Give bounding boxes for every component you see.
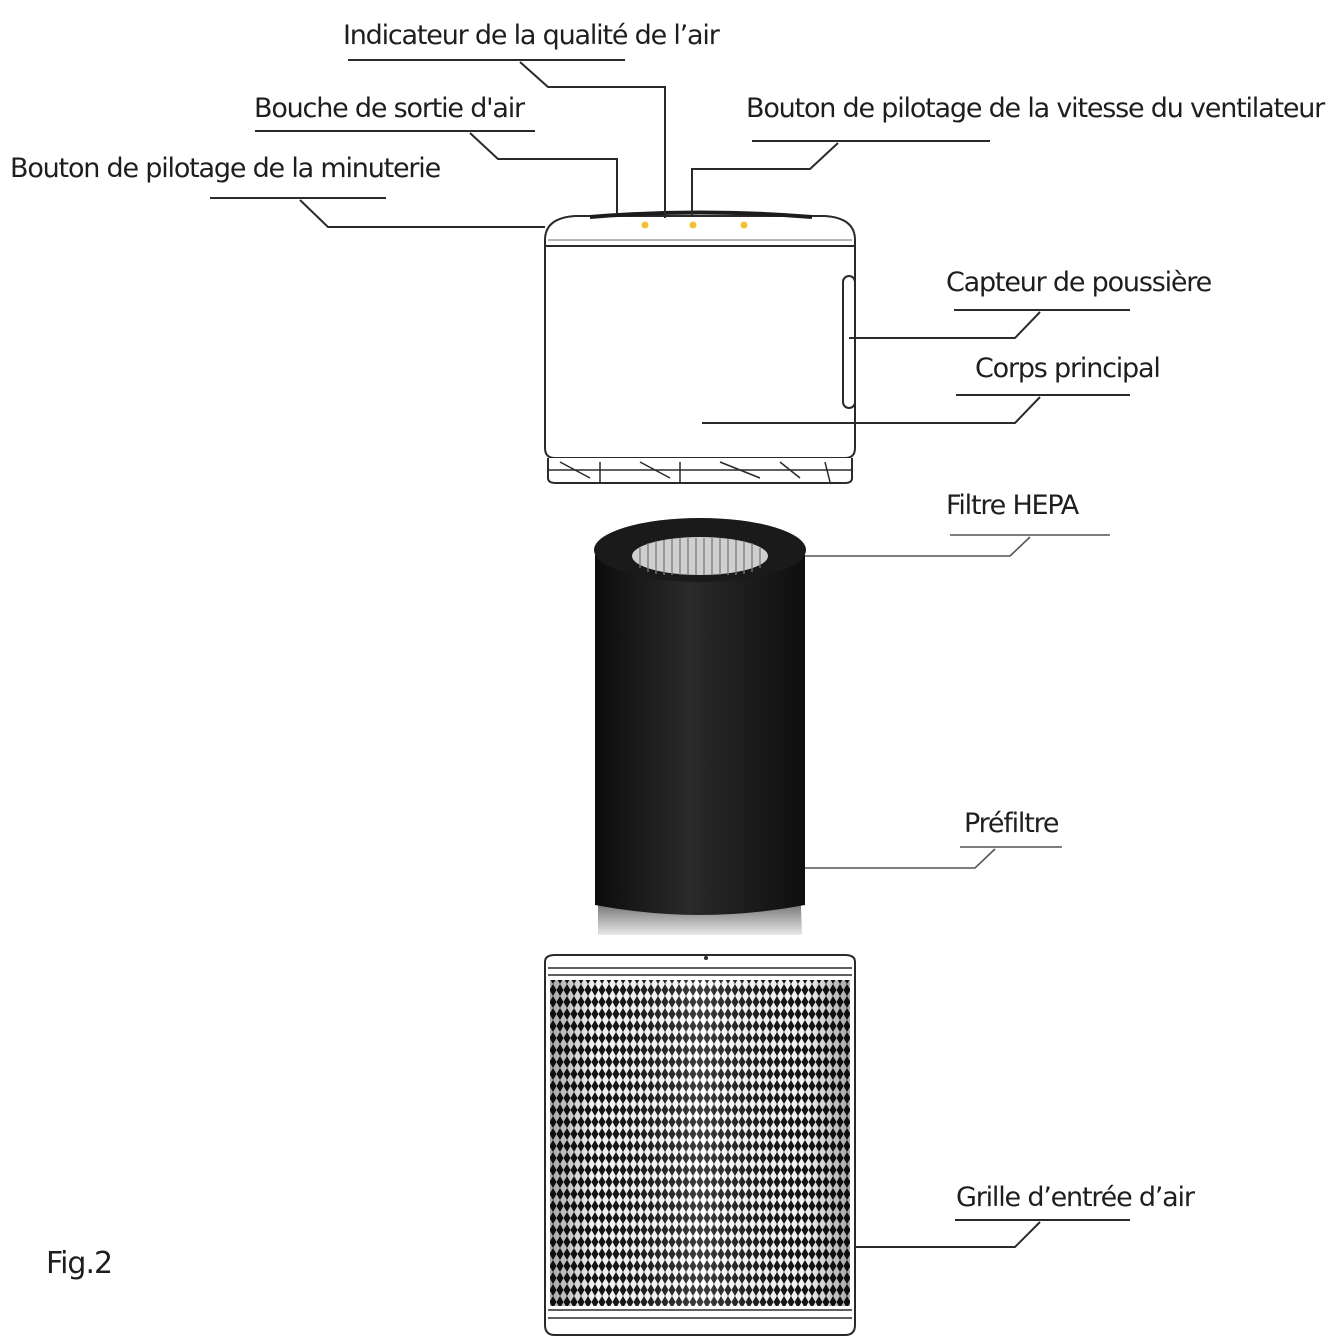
hepa-prefilter-unit	[594, 518, 806, 935]
label-timer-button: Bouton de pilotage de la minuterie	[10, 153, 441, 184]
label-fan-speed-button: Bouton de pilotage de la vitesse du vent…	[746, 93, 1326, 124]
label-main-body: Corps principal	[975, 353, 1160, 384]
fan-speed-led-icon	[741, 222, 748, 229]
label-air-inlet-grille: Grille d’entrée d’air	[956, 1182, 1196, 1213]
figure-label: Fig.2	[46, 1246, 112, 1281]
label-dust-sensor: Capteur de poussière	[946, 267, 1212, 298]
dust-sensor-slot	[843, 276, 855, 408]
air-inlet-grille-unit	[545, 955, 855, 1335]
prefilter-body	[595, 555, 805, 915]
timer-led-icon	[642, 222, 649, 229]
hepa-filter-core	[632, 537, 768, 575]
label-air-outlet: Bouche de sortie d'air	[254, 93, 526, 124]
label-air-quality-indicator: Indicateur de la qualité de l’air	[343, 20, 721, 51]
label-hepa-filter: Filtre HEPA	[946, 490, 1080, 521]
main-body-unit	[545, 213, 855, 484]
label-prefilter: Préfiltre	[964, 808, 1059, 839]
air-quality-led-icon	[690, 222, 697, 229]
